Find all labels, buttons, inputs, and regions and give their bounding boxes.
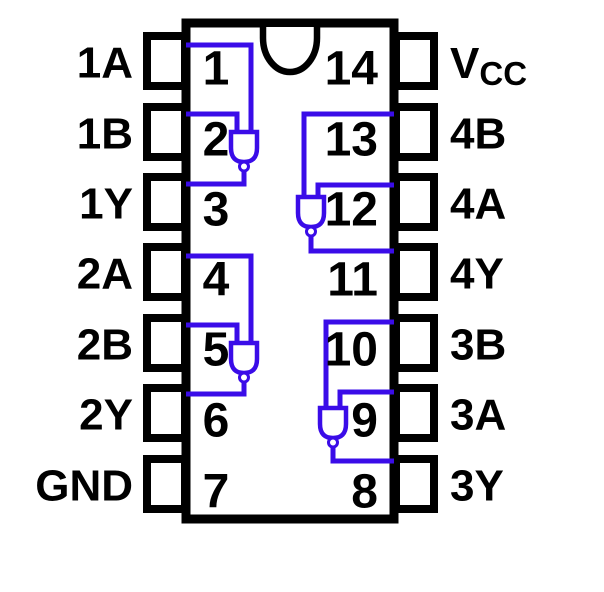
nand-gate-1	[186, 42, 260, 187]
pin-label-3A: 3A	[450, 391, 506, 440]
gate3-input-wire-pin10	[323, 319, 394, 408]
pin-box-13	[392, 103, 438, 161]
pin-number-1: 1	[203, 43, 230, 96]
gate4-inverter-bubble	[305, 225, 317, 238]
pin-box-2	[143, 103, 189, 161]
pin-label-2A: 2A	[77, 250, 133, 299]
pin-label-4Y: 4Y	[450, 250, 504, 299]
gate2-input-wire-pin4	[186, 253, 254, 343]
pin-number-14: 14	[325, 43, 379, 96]
pin-box-9	[392, 384, 438, 442]
pin-box-4	[143, 243, 189, 301]
pin-box-6	[143, 384, 189, 442]
pin-number-9: 9	[351, 395, 378, 448]
gate4-output-wire-pin11	[308, 236, 394, 254]
right-pin-boxes	[392, 32, 438, 513]
pin-box-11	[392, 243, 438, 301]
pin-number-3: 3	[203, 184, 230, 237]
pin-number-4: 4	[203, 254, 230, 307]
right-pin-labels: VCC 4B 4A 4Y 3B 3A 3Y	[450, 39, 527, 511]
pin-box-10	[392, 314, 438, 372]
right-pin-numbers: 14 13 12 11 10 9 8	[325, 43, 379, 519]
pin-box-7	[143, 455, 189, 513]
pin-box-14	[392, 32, 438, 90]
pin-number-10: 10	[325, 324, 378, 377]
pin-number-7: 7	[203, 466, 230, 519]
vcc-main: V	[450, 39, 480, 88]
pin-label-3B: 3B	[450, 321, 506, 370]
gate4-nand-symbol	[295, 194, 327, 230]
gate3-input-wire-pin9	[337, 389, 394, 408]
nand-gate-3	[317, 319, 394, 464]
pin-number-13: 13	[325, 114, 378, 167]
pin-label-1B: 1B	[77, 110, 133, 159]
gate1-input-wire-pin2	[186, 111, 240, 132]
gate4-input-wire-pin12	[315, 182, 394, 197]
gate3-inverter-bubble	[327, 436, 339, 449]
pin-number-6: 6	[203, 395, 230, 448]
gate1-input-wire-pin1	[186, 42, 254, 132]
gate2-output-wire-pin6	[186, 382, 247, 397]
pin-box-8	[392, 455, 438, 513]
gate3-output-wire-pin8	[330, 447, 394, 464]
left-pin-labels: 1A 1B 1Y 2A 2B 2Y GND	[35, 39, 133, 511]
pin-number-2: 2	[203, 114, 230, 167]
pin-box-1	[143, 32, 189, 90]
ic-notch	[259, 27, 321, 76]
gate1-output-wire-pin3	[186, 171, 247, 187]
pin-label-VCC: VCC	[450, 39, 527, 92]
gate3-nand-symbol	[317, 405, 349, 441]
gate1-inverter-bubble	[238, 160, 250, 173]
pin-box-3	[143, 173, 189, 231]
ic-body-outline	[181, 18, 399, 524]
left-pin-boxes	[143, 32, 189, 513]
gate2-inverter-bubble	[238, 371, 250, 384]
nand-gate-4	[295, 111, 394, 254]
pin-label-2Y: 2Y	[79, 391, 133, 440]
pin-box-5	[143, 314, 189, 372]
vcc-subscript: CC	[479, 55, 527, 92]
pin-number-8: 8	[351, 466, 378, 519]
gate2-nand-symbol	[228, 340, 260, 376]
gate4-input-wire-pin13	[301, 111, 394, 197]
pin-label-4A: 4A	[450, 180, 506, 229]
left-pin-numbers: 1 2 3 4 5 6 7	[203, 43, 230, 519]
pin-label-2B: 2B	[77, 321, 133, 370]
pin-number-11: 11	[327, 254, 378, 307]
gate1-nand-symbol	[228, 129, 260, 165]
nand-gate-2	[186, 253, 260, 397]
pin-label-GND: GND	[35, 462, 133, 511]
pin-number-12: 12	[325, 184, 378, 237]
gate2-input-wire-pin5	[186, 322, 240, 343]
pin-label-4B: 4B	[450, 110, 506, 159]
pin-number-5: 5	[203, 324, 230, 377]
pin-label-1Y: 1Y	[79, 180, 133, 229]
pin-box-12	[392, 173, 438, 231]
pin-label-3Y: 3Y	[450, 462, 504, 511]
pin-label-1A: 1A	[77, 39, 133, 88]
